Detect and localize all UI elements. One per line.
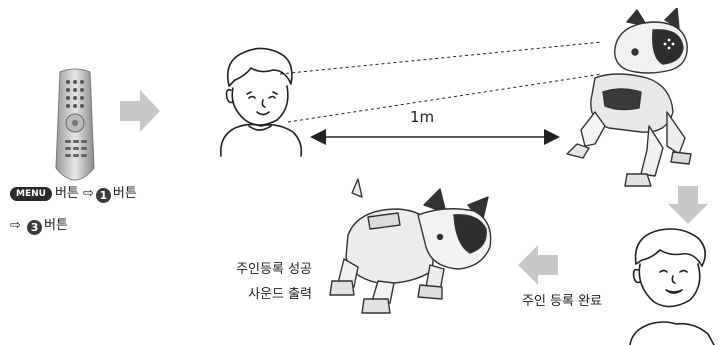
remote-control-icon	[55, 68, 95, 181]
flow-arrow-left-icon	[518, 245, 558, 285]
robot-dog-icon	[566, 8, 692, 187]
distance-label: 1m	[410, 108, 435, 126]
success-caption-line-2: 사운드 출력	[248, 287, 312, 302]
sight-line	[279, 41, 603, 123]
flow-arrow-down-icon	[668, 186, 708, 224]
flow-arrow-right-icon	[120, 90, 160, 132]
person-icon	[629, 228, 715, 345]
robot-dog-icon	[329, 178, 492, 314]
distance-arrow	[310, 129, 560, 145]
registration-complete-caption: 주인 등록 완료	[522, 294, 603, 309]
number-1-badge: 1	[95, 188, 111, 203]
person-icon	[219, 47, 303, 157]
menu-button-badge: MENU	[10, 187, 52, 201]
button-label: 버튼	[112, 186, 137, 201]
arrow-right-icon: ⇨	[10, 218, 21, 233]
arrow-right-icon: ⇨	[83, 186, 94, 201]
number-3-badge: 3	[27, 220, 43, 235]
success-caption-line-1: 주인등록 성공	[236, 262, 312, 277]
button-label: 버튼	[54, 186, 79, 201]
button-label: 버튼	[44, 218, 68, 233]
